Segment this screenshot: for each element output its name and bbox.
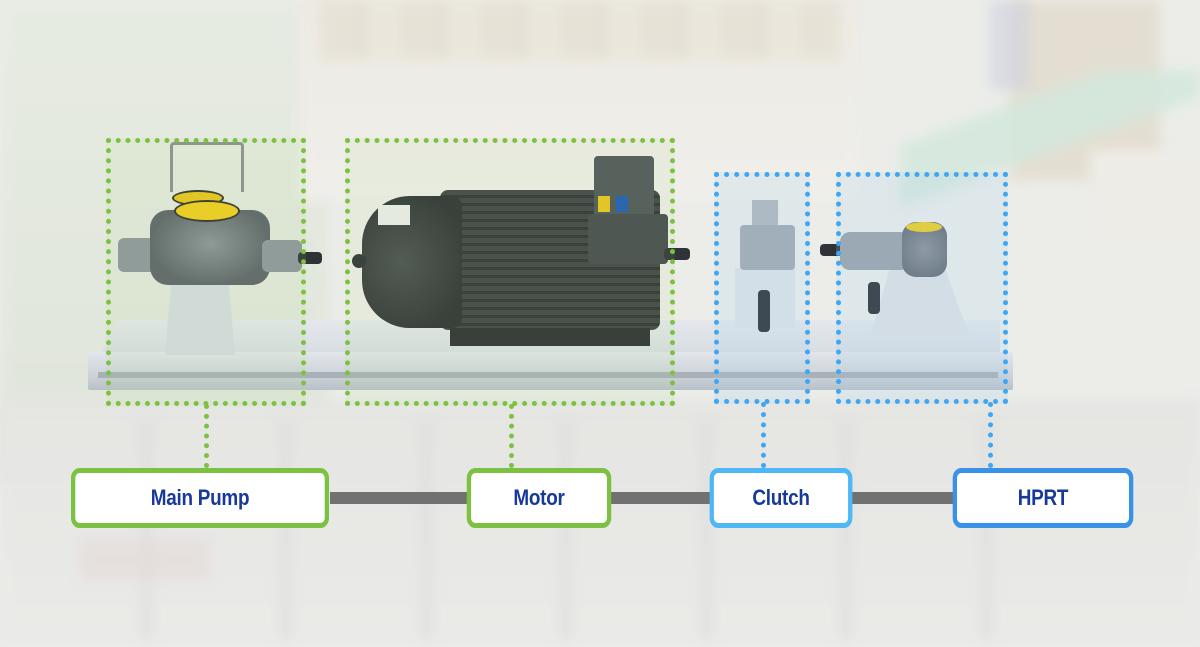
pump-pedestal bbox=[165, 275, 235, 355]
background-equipment-legs bbox=[80, 420, 1120, 640]
hprt-bearing-housing bbox=[840, 232, 910, 270]
clutch-housing bbox=[740, 225, 795, 270]
clutch-highlight-frame bbox=[714, 172, 810, 404]
pump-bearing-right bbox=[262, 240, 302, 272]
label-motor-text: Motor bbox=[513, 485, 565, 510]
label-main-pump[interactable]: Main Pump bbox=[71, 468, 329, 528]
background-red-cart bbox=[80, 540, 210, 580]
background-boxes bbox=[1090, 150, 1200, 250]
pump-instrument-piping bbox=[170, 142, 244, 192]
motor-terminal-box bbox=[588, 214, 668, 264]
info-sticker-icon bbox=[616, 196, 628, 212]
hprt-support bbox=[868, 282, 880, 314]
clutch-leader-line bbox=[761, 402, 766, 468]
background-shelving bbox=[320, 0, 840, 60]
drive-train-connector-bar bbox=[330, 492, 970, 504]
motor-feet bbox=[450, 328, 650, 346]
motor-leader-line bbox=[509, 404, 514, 468]
motor-nameplate bbox=[378, 205, 410, 225]
label-hprt-text: HPRT bbox=[1017, 485, 1069, 510]
label-main-pump-text: Main Pump bbox=[150, 485, 250, 510]
pump-yellow-cover-front bbox=[174, 200, 240, 222]
clutch-support bbox=[758, 290, 770, 332]
label-hprt[interactable]: HPRT bbox=[952, 468, 1134, 528]
skid-rail bbox=[98, 372, 998, 378]
label-clutch-text: Clutch bbox=[752, 485, 810, 510]
skid-baseframe bbox=[88, 352, 1013, 390]
pump-casing bbox=[150, 210, 270, 285]
main-pump-highlight-frame bbox=[106, 138, 306, 406]
hprt-yellow-cover bbox=[906, 222, 942, 232]
warning-sticker-icon bbox=[598, 196, 610, 212]
hprt-leader-line bbox=[988, 402, 993, 468]
hprt-highlight-frame bbox=[836, 172, 1008, 404]
motor-shaft-non-drive-end bbox=[352, 254, 366, 268]
main-pump-leader-line bbox=[204, 404, 209, 468]
motor-highlight-frame bbox=[345, 138, 675, 406]
label-clutch[interactable]: Clutch bbox=[709, 468, 853, 528]
label-motor[interactable]: Motor bbox=[466, 468, 612, 528]
